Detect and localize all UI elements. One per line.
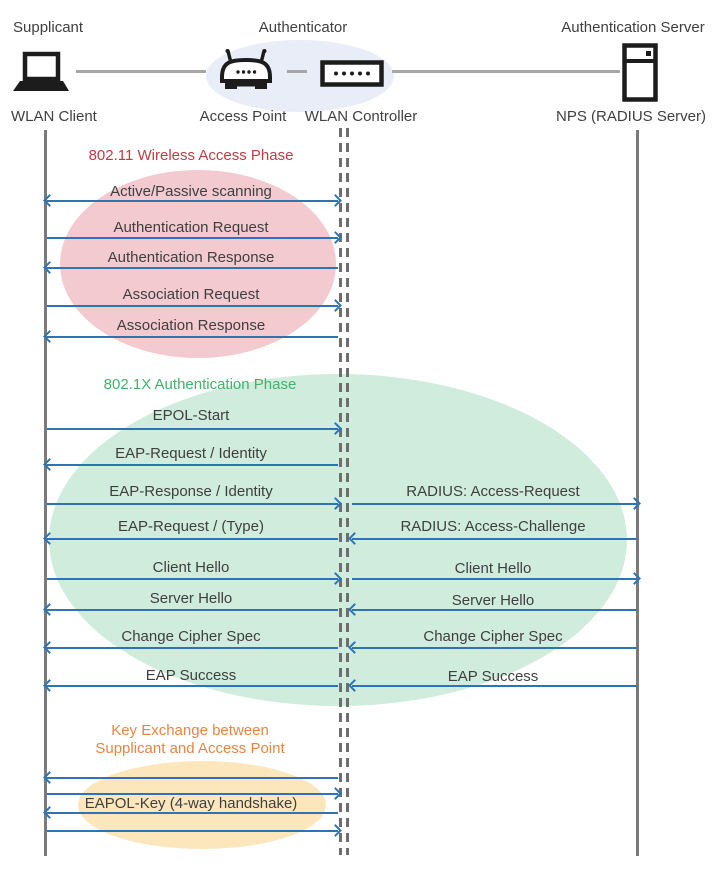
arrow-client-hello-right — [352, 578, 637, 580]
message-label: RADIUS: Access-Request — [406, 483, 580, 500]
link-ap-to-controller — [287, 70, 307, 73]
message-label: Active/Passive scanning — [110, 183, 272, 200]
arrow-eap-success-left — [47, 685, 338, 687]
message-label: EAP-Response / Identity — [109, 483, 273, 500]
phase1-title: 802.11 Wireless Access Phase — [88, 147, 294, 164]
arrow-server-hello-left — [47, 609, 338, 611]
arrow-server-hello-right — [352, 609, 637, 611]
arrow-change-cipher-spec-right — [352, 647, 637, 649]
arrow-eapol-key-1 — [47, 777, 338, 779]
arrow-radius-access-request — [352, 503, 637, 505]
phase3-title-line2: Supplicant and Access Point — [95, 740, 285, 757]
lifeline-wlan-controller-dashed-1 — [339, 128, 342, 855]
arrow-epol-start — [47, 428, 338, 430]
message-label: Change Cipher Spec — [423, 628, 563, 645]
message-label: Server Hello — [149, 590, 233, 607]
role-supplicant: Supplicant — [13, 19, 84, 36]
arrow-authentication-response — [47, 267, 338, 269]
role-authentication-server: Authentication Server — [561, 19, 705, 36]
access-point-icon — [220, 49, 272, 89]
arrow-eap-request-identity — [47, 464, 338, 466]
lifeline-wlan-controller-dashed-2 — [346, 128, 349, 855]
message-label: EAP-Request / Identity — [115, 445, 267, 462]
message-label: Authentication Response — [107, 249, 275, 266]
phase3-title-line1: Key Exchange between — [111, 722, 269, 739]
laptop-icon — [13, 51, 69, 91]
handshake-label: EAPOL-Key (4-way handshake) — [84, 795, 298, 812]
message-label: RADIUS: Access-Challenge — [400, 518, 586, 535]
phase3-ellipse — [78, 761, 326, 849]
message-label: Association Response — [116, 317, 266, 334]
link-controller-to-server — [392, 70, 620, 73]
message-label: EAP-Request / (Type) — [118, 518, 264, 535]
message-label: Authentication Request — [113, 219, 269, 236]
arrow-eapol-key-2 — [47, 793, 338, 795]
node-wlan-controller: WLAN Controller — [304, 108, 418, 125]
arrow-eapol-key-4 — [47, 830, 338, 832]
link-client-to-ap — [76, 70, 206, 73]
arrow-authentication-request — [47, 237, 338, 239]
arrow-change-cipher-spec-left — [47, 647, 338, 649]
message-label: Server Hello — [451, 592, 535, 609]
phase2-title: 802.1X Authentication Phase — [103, 376, 297, 393]
lifeline-nps-server — [636, 130, 639, 856]
arrow-radius-access-challenge — [352, 538, 637, 540]
role-authenticator: Authenticator — [258, 19, 348, 36]
node-access-point: Access Point — [199, 108, 287, 125]
arrow-association-response — [47, 336, 338, 338]
node-wlan-client: WLAN Client — [11, 108, 97, 125]
arrow-client-hello-left — [47, 578, 338, 580]
arrow-eapol-key-3 — [47, 812, 338, 814]
arrow-active-passive-scanning — [47, 200, 338, 202]
message-label: Association Request — [122, 286, 260, 303]
server-icon — [622, 43, 658, 102]
message-label: Client Hello — [152, 559, 230, 576]
message-label: Change Cipher Spec — [121, 628, 261, 645]
message-label: EPOL-Start — [152, 407, 230, 424]
arrow-eap-response-identity — [47, 503, 338, 505]
lifeline-wlan-client — [44, 130, 47, 856]
arrow-association-request — [47, 305, 338, 307]
message-label: Client Hello — [454, 560, 532, 577]
message-label: EAP Success — [145, 667, 237, 684]
node-nps-radius-server: NPS (RADIUS Server) — [555, 108, 707, 125]
arrow-eap-request-type — [47, 538, 338, 540]
message-label: EAP Success — [447, 668, 539, 685]
arrow-eap-success-right — [352, 685, 637, 687]
wlan-controller-icon — [320, 60, 384, 87]
